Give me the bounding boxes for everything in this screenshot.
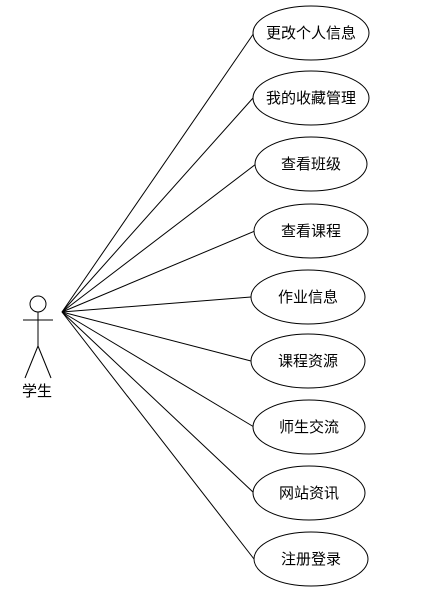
association-line-7 <box>61 311 255 428</box>
actor-head <box>29 295 47 313</box>
use-case-view-course[interactable]: 查看课程 <box>253 203 369 259</box>
association-line-4 <box>61 230 256 313</box>
use-case-ellipse <box>250 333 366 389</box>
actor-student: 学生 <box>22 295 53 400</box>
use-case-course-resources[interactable]: 课程资源 <box>250 333 366 389</box>
use-case-register-login[interactable]: 注册登录 <box>253 531 369 587</box>
use-case-label: 师生交流 <box>279 418 339 436</box>
use-case-site-news[interactable]: 网站资讯 <box>252 465 366 521</box>
use-case-ellipse <box>253 203 369 259</box>
use-case-ellipse <box>252 70 370 126</box>
actor-left-leg <box>24 345 39 379</box>
use-case-favorites-management[interactable]: 我的收藏管理 <box>252 70 370 126</box>
use-case-label: 查看课程 <box>281 222 341 240</box>
use-case-ellipse <box>253 531 369 587</box>
use-case-view-class[interactable]: 查看班级 <box>254 136 368 192</box>
association-line-2 <box>61 97 254 313</box>
use-case-ellipse <box>252 399 366 455</box>
use-case-ellipse <box>250 269 366 325</box>
association-line-6 <box>61 311 252 362</box>
association-line-5 <box>61 296 252 313</box>
association-line-8 <box>61 311 255 494</box>
association-lines <box>61 32 257 560</box>
use-case-homework-info[interactable]: 作业信息 <box>250 269 366 325</box>
use-case-ellipse <box>252 465 366 521</box>
actor-right-leg <box>37 345 52 379</box>
association-line-9 <box>61 311 255 560</box>
use-case-label: 更改个人信息 <box>266 24 356 42</box>
use-case-label: 课程资源 <box>278 352 338 370</box>
association-line-3 <box>61 163 257 313</box>
use-case-ellipse <box>254 136 368 192</box>
use-case-edit-profile[interactable]: 更改个人信息 <box>252 5 370 61</box>
use-case-label: 网站资讯 <box>279 484 339 502</box>
use-cases: 更改个人信息 我的收藏管理 查看班级 查看课程 作业信息 课程资源 师生交流 <box>250 5 370 587</box>
use-case-ellipse <box>252 5 370 61</box>
use-case-label: 我的收藏管理 <box>266 89 356 107</box>
use-case-label: 注册登录 <box>281 550 341 568</box>
association-line-1 <box>61 32 255 313</box>
use-case-label: 查看班级 <box>281 155 341 173</box>
use-case-teacher-student-communication[interactable]: 师生交流 <box>252 399 366 455</box>
actor-label: 学生 <box>22 382 52 400</box>
use-case-label: 作业信息 <box>278 288 338 306</box>
